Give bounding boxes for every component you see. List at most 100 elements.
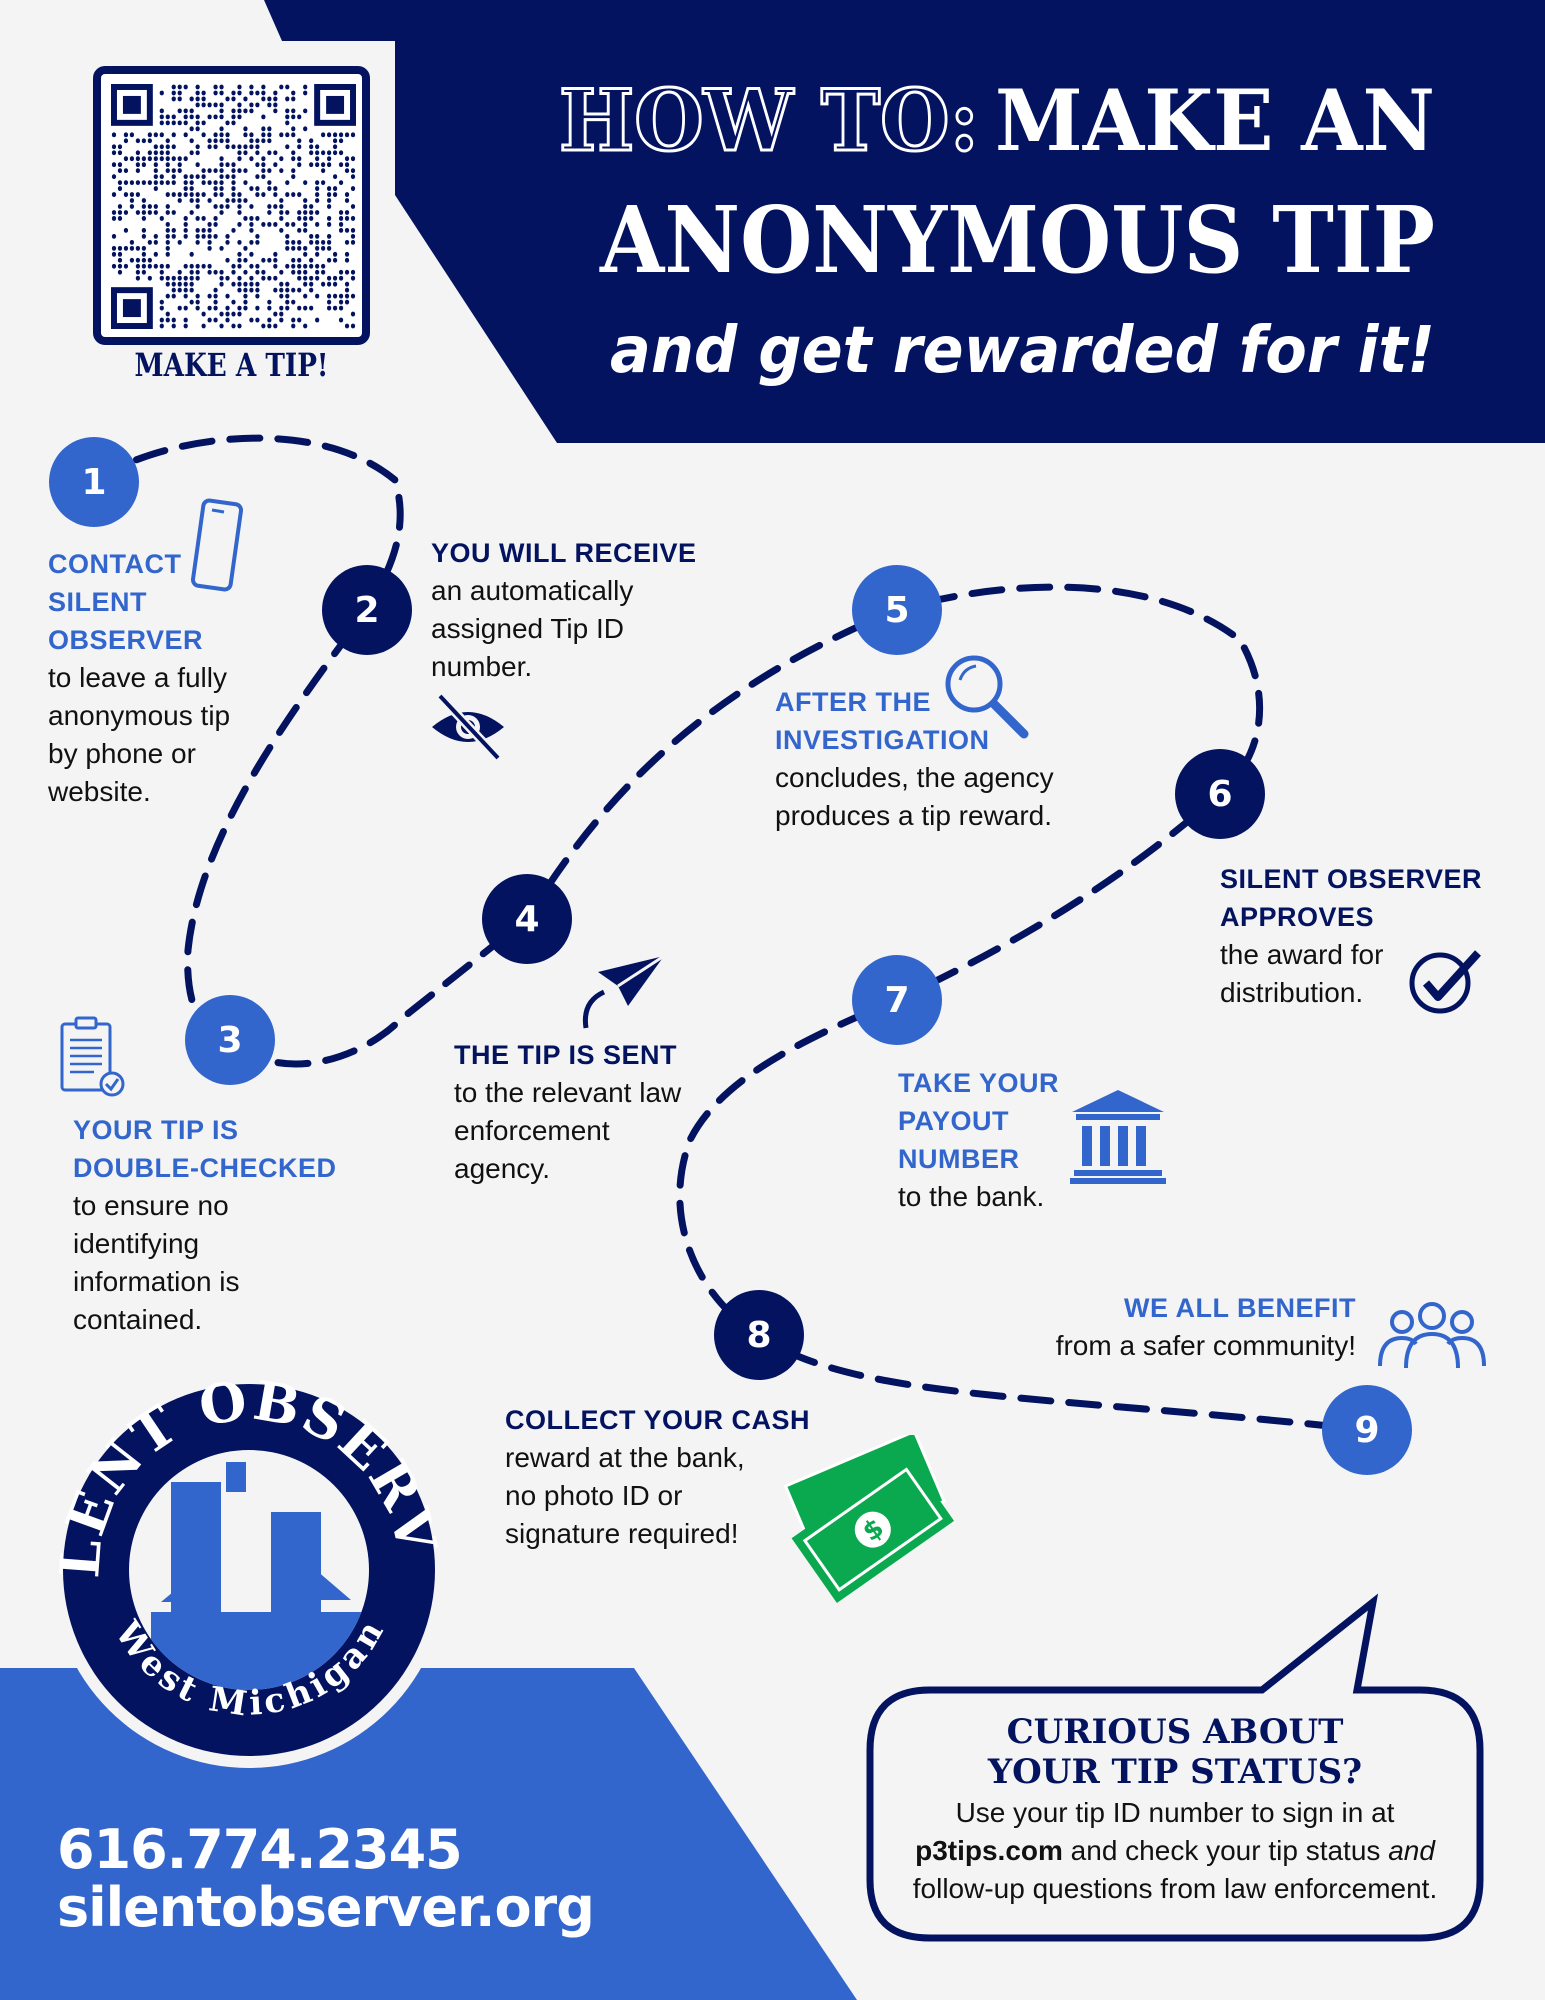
qr-module xyxy=(237,102,242,108)
qr-module xyxy=(261,257,266,263)
qr-module xyxy=(231,180,236,185)
body-line: enforcement xyxy=(454,1115,610,1146)
qr-module xyxy=(111,150,117,156)
qr-module xyxy=(135,257,140,263)
qr-module xyxy=(255,233,260,239)
qr-module xyxy=(171,90,176,96)
qr-module xyxy=(171,281,176,287)
qr-module xyxy=(255,281,260,287)
qr-module xyxy=(332,293,338,299)
title-bold-text: MAKE AN xyxy=(995,71,1435,170)
phone-number[interactable]: 616.774.2345 xyxy=(57,1818,463,1881)
qr-module xyxy=(183,317,188,323)
qr-module xyxy=(165,156,170,162)
qr-module xyxy=(237,114,242,120)
qr-module xyxy=(225,317,230,323)
qr-module xyxy=(123,138,129,144)
qr-module xyxy=(207,228,212,233)
qr-module xyxy=(141,216,146,221)
heading-line: YOU WILL RECEIVE xyxy=(431,538,697,568)
qr-module xyxy=(267,323,272,329)
qr-module xyxy=(165,114,170,120)
qr-module xyxy=(279,317,284,323)
qr-module xyxy=(273,192,278,197)
qr-module xyxy=(338,222,344,227)
step-4-badge: 4 xyxy=(482,874,572,964)
qr-module xyxy=(195,239,200,245)
qr-module xyxy=(177,198,182,203)
qr-module xyxy=(237,257,242,263)
qr-module xyxy=(243,305,248,311)
qr-module xyxy=(332,251,338,257)
qr-module xyxy=(189,186,194,191)
qr-module xyxy=(309,162,314,168)
qr-module xyxy=(225,305,230,311)
body-line: from a safer community! xyxy=(1055,1330,1356,1361)
qr-module xyxy=(183,293,188,299)
qr-module xyxy=(141,228,146,233)
qr-module xyxy=(153,180,158,185)
qr-module xyxy=(315,162,320,168)
qr-module xyxy=(291,323,296,329)
qr-module xyxy=(309,144,314,150)
qr-module xyxy=(213,114,218,120)
qr-module xyxy=(171,144,176,150)
qr-module xyxy=(189,138,194,144)
qr-module xyxy=(183,192,188,197)
qr-module xyxy=(219,281,224,287)
qr-module xyxy=(141,233,146,239)
title-outline-text: HOW TO: xyxy=(559,71,979,170)
qr-module xyxy=(243,168,248,174)
qr-module xyxy=(153,174,158,180)
qr-module xyxy=(147,138,152,144)
qr-module xyxy=(117,186,123,191)
qr-module xyxy=(344,293,350,299)
qr-module xyxy=(177,90,182,96)
subtitle: and get rewarded for it! xyxy=(610,314,1435,388)
qr-module xyxy=(219,102,224,108)
qr-module xyxy=(171,287,176,293)
qr-module xyxy=(261,269,266,275)
qr-module xyxy=(249,144,254,150)
qr-module xyxy=(231,114,236,120)
qr-module xyxy=(321,180,326,185)
qr-module xyxy=(255,239,260,245)
qr-module xyxy=(117,251,123,257)
qr-module xyxy=(327,299,332,305)
qr-module xyxy=(350,323,356,329)
qr-module xyxy=(285,263,290,269)
p3tips-link[interactable]: p3tips.com xyxy=(915,1835,1063,1866)
qr-module xyxy=(237,192,242,197)
qr-module xyxy=(159,150,164,156)
qr-module xyxy=(350,239,356,245)
heading-line: THE TIP IS SENT xyxy=(454,1040,678,1070)
qr-module xyxy=(129,180,135,185)
qr-module xyxy=(219,156,224,162)
qr-module xyxy=(183,228,188,233)
qr-pattern xyxy=(111,84,356,329)
qr-module xyxy=(279,216,284,221)
qr-module xyxy=(117,245,123,251)
qr-module xyxy=(147,132,152,138)
qr-module xyxy=(297,162,302,168)
qr-module xyxy=(219,192,224,197)
qr-module xyxy=(213,287,218,293)
qr-module xyxy=(189,299,194,305)
qr-module xyxy=(177,168,182,174)
qr-module xyxy=(297,144,302,150)
qr-module xyxy=(261,156,266,162)
qr-module xyxy=(350,156,356,162)
qr-module xyxy=(332,186,338,191)
qr-module xyxy=(273,108,278,114)
website-link[interactable]: silentobserver.org xyxy=(57,1876,595,1939)
body-line: produces a tip reward. xyxy=(775,800,1053,831)
qr-module xyxy=(153,144,158,150)
qr-module xyxy=(177,120,182,126)
qr-module xyxy=(291,126,296,132)
qr-module xyxy=(297,275,302,281)
qr-module xyxy=(327,257,332,263)
qr-module xyxy=(315,233,320,239)
qr-code[interactable] xyxy=(93,66,370,345)
qr-module xyxy=(219,210,224,215)
